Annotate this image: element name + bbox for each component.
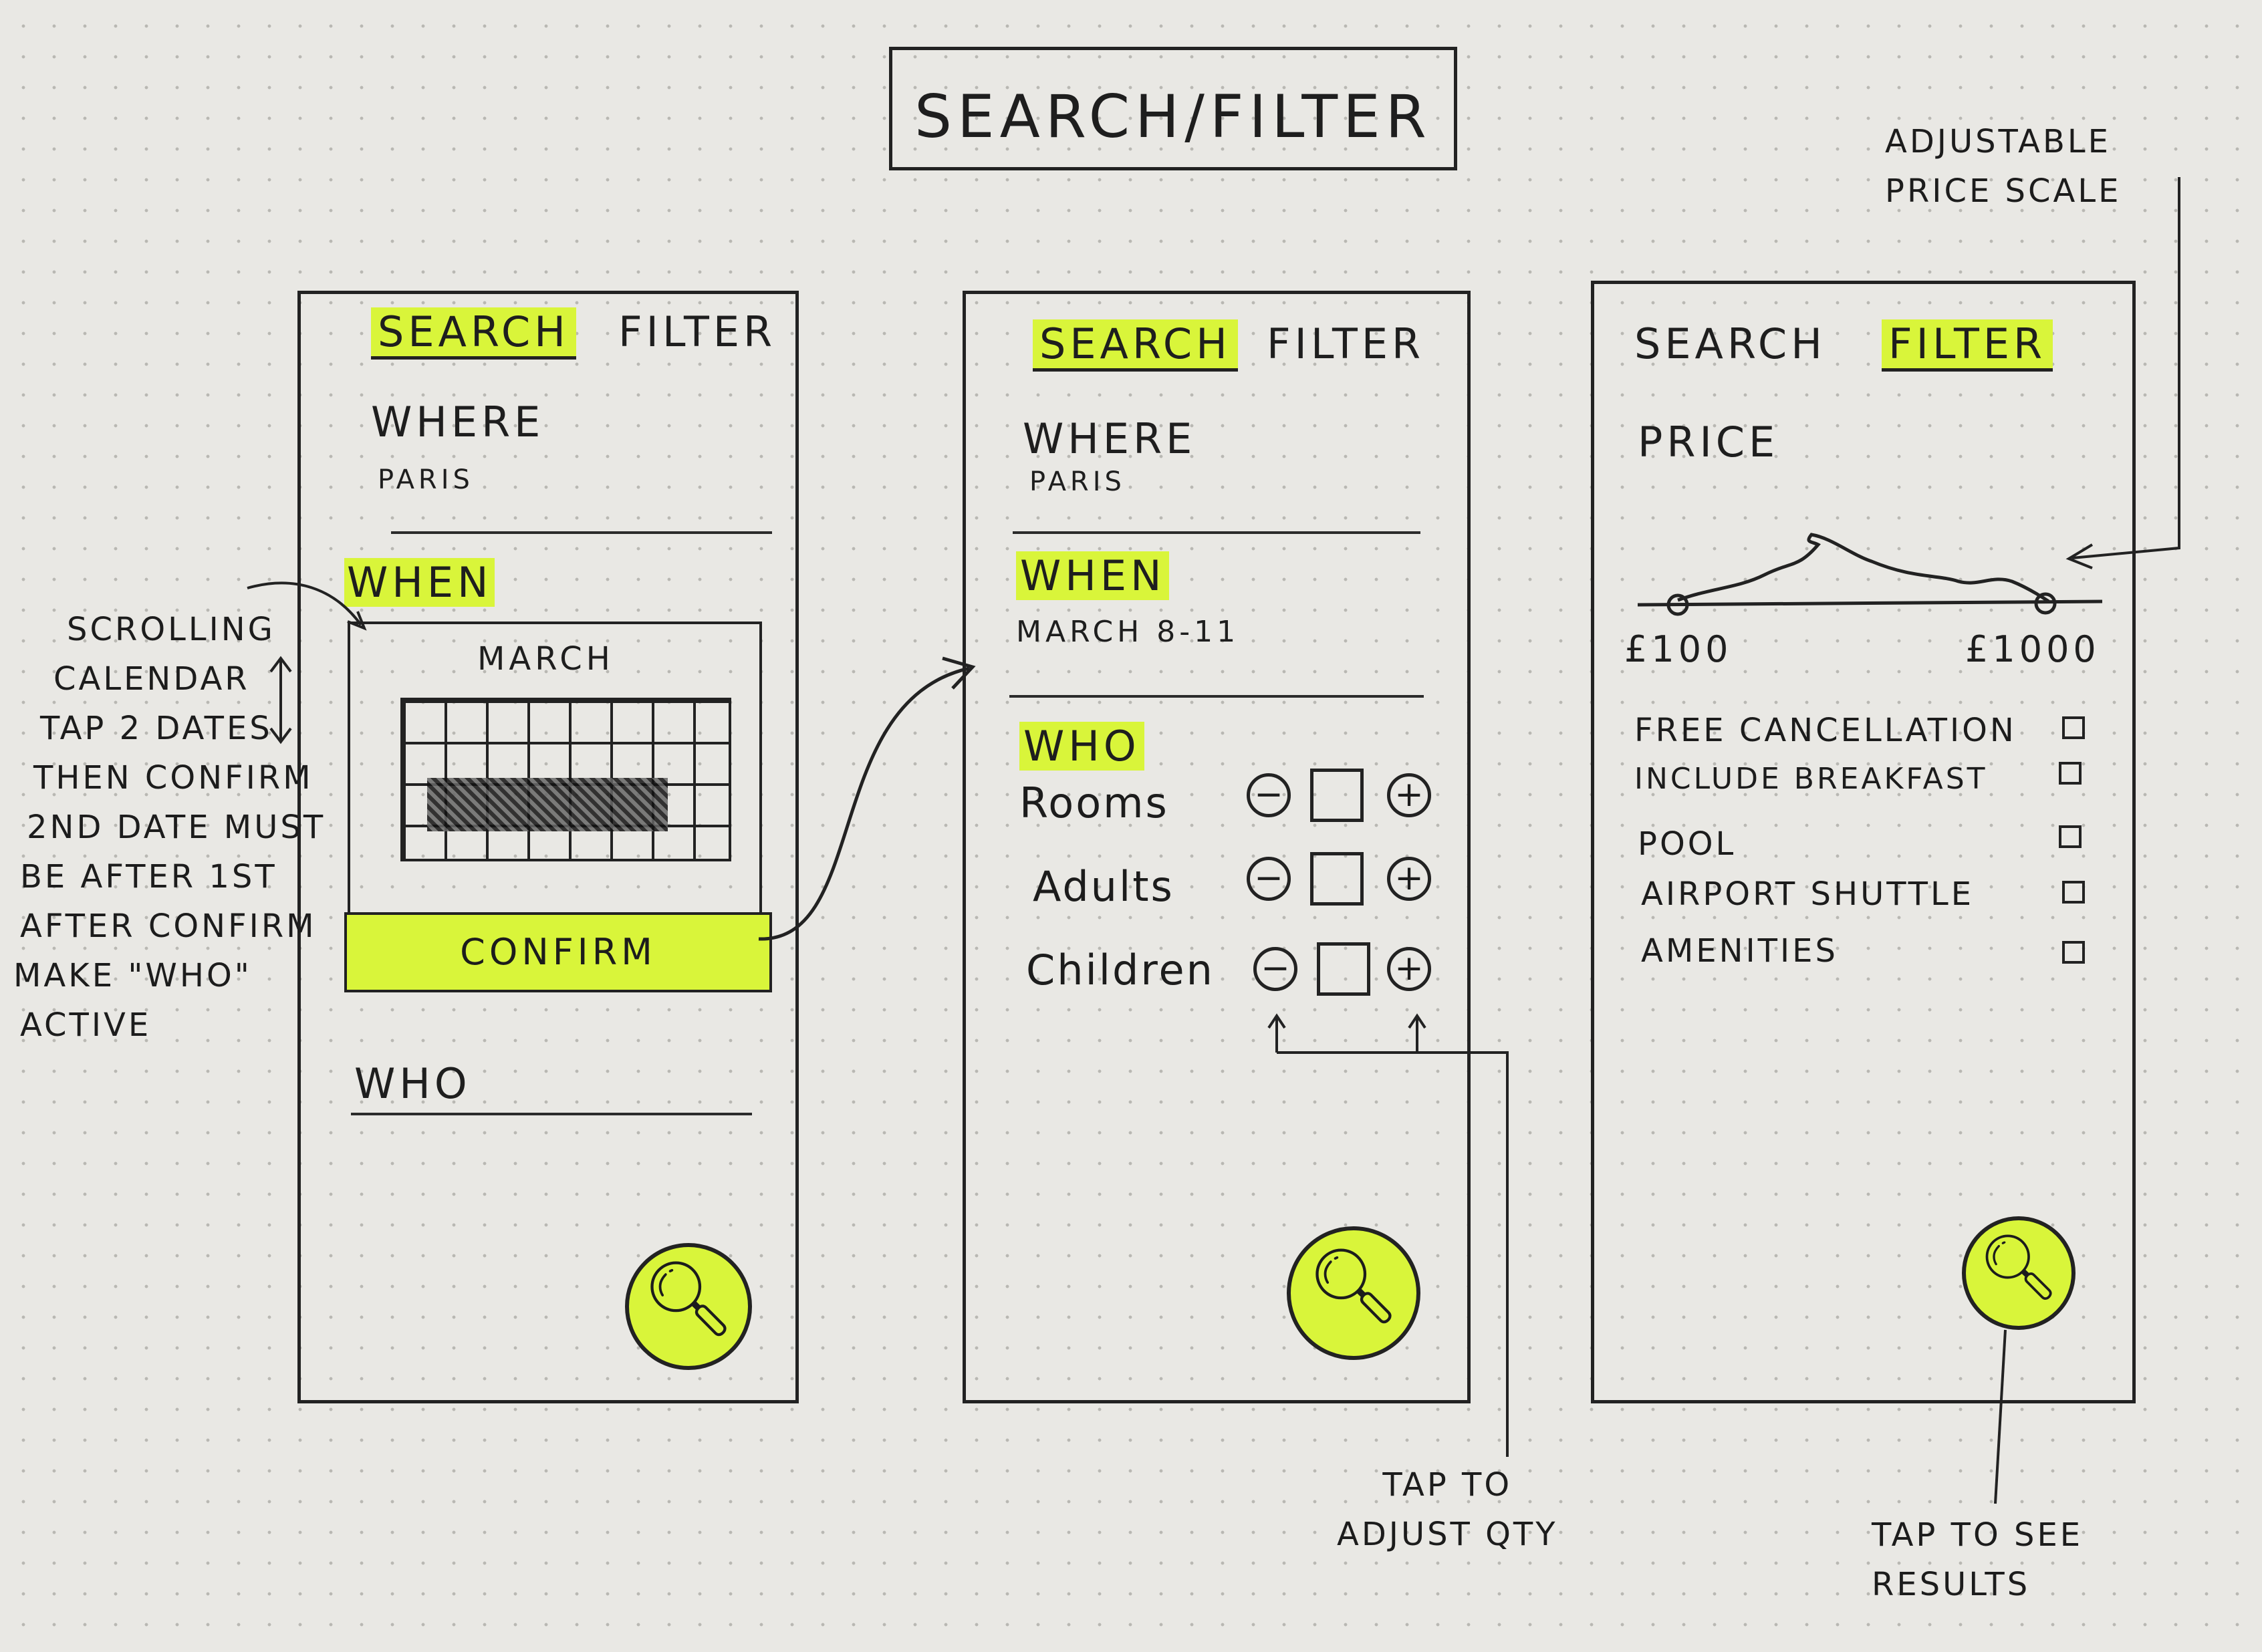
qty-note: TAP TO ADJUST QTY <box>1337 1460 1558 1559</box>
option-label: POOL <box>1638 825 1737 863</box>
search-button[interactable]: 🔍︎ <box>1287 1226 1420 1360</box>
note-line: PRICE SCALE <box>1885 172 2122 210</box>
children-quantity-field[interactable] <box>1317 942 1370 996</box>
option-checkbox[interactable] <box>2059 762 2082 785</box>
rooms-plus-button[interactable]: + <box>1387 773 1431 817</box>
note-line: SCROLLING <box>67 611 275 648</box>
note-line: CALENDAR <box>53 660 250 698</box>
calendar-note: SCROLLING CALENDAR TAP 2 DATES THEN CONF… <box>13 605 326 1050</box>
sketch-title-box: SEARCH/FILTER <box>889 47 1457 170</box>
note-line: 2ND DATE MUST <box>27 809 326 846</box>
screen-filter <box>1591 281 2136 1403</box>
adults-quantity-field[interactable] <box>1310 852 1364 906</box>
confirm-label: CONFIRM <box>460 931 656 973</box>
who-divider <box>351 1113 752 1115</box>
children-plus-button[interactable]: + <box>1387 947 1431 991</box>
tab-filter[interactable]: FILTER <box>1267 319 1425 368</box>
when-value[interactable]: MARCH 8-11 <box>1016 615 1240 649</box>
note-line: ADJUSTABLE <box>1885 123 2111 160</box>
option-checkbox[interactable] <box>2062 716 2085 739</box>
option-label: FREE CANCELLATION <box>1634 712 2017 749</box>
where-value[interactable]: PARIS <box>378 464 474 495</box>
note-line: ACTIVE <box>20 1006 152 1044</box>
option-checkbox[interactable] <box>2059 825 2082 848</box>
note-line: TAP TO <box>1382 1466 1513 1504</box>
adults-plus-button[interactable]: + <box>1387 857 1431 901</box>
who-label: WHO <box>1019 722 1144 771</box>
when-label: WHEN <box>344 558 495 607</box>
calendar-month: MARCH <box>477 640 614 678</box>
where-label: WHERE <box>371 398 545 446</box>
note-line: TAP TO SEE <box>1872 1516 2084 1554</box>
note-line: TAP 2 DATES <box>40 710 273 747</box>
children-minus-button[interactable]: − <box>1253 947 1297 991</box>
rooms-label: Rooms <box>1019 779 1169 827</box>
rooms-quantity-field[interactable] <box>1310 769 1364 822</box>
search-button[interactable]: 🔍︎ <box>625 1243 752 1370</box>
adults-stepper: − + <box>1247 852 1434 906</box>
note-line: MAKE "WHO" <box>13 957 252 994</box>
tab-search[interactable]: SEARCH <box>1634 319 1826 368</box>
children-label: Children <box>1026 946 1215 994</box>
tab-filter[interactable]: FILTER <box>1882 319 2053 372</box>
results-note: TAP TO SEE RESULTS <box>1872 1510 2083 1609</box>
option-checkbox[interactable] <box>2062 881 2085 904</box>
calendar-panel[interactable]: MARCH <box>348 622 762 982</box>
note-line: THEN CONFIRM <box>33 759 313 797</box>
where-value[interactable]: PARIS <box>1029 466 1126 497</box>
adults-minus-button[interactable]: − <box>1247 857 1291 901</box>
price-note: ADJUSTABLE PRICE SCALE <box>1885 117 2121 216</box>
confirm-button[interactable]: CONFIRM <box>344 912 772 992</box>
note-line: ADJUST QTY <box>1337 1516 1558 1553</box>
children-stepper: − + <box>1253 942 1440 996</box>
tab-filter[interactable]: FILTER <box>618 307 777 356</box>
where-label: WHERE <box>1023 414 1197 463</box>
search-icon: 🔍︎ <box>642 1256 735 1341</box>
rooms-minus-button[interactable]: − <box>1247 773 1291 817</box>
note-line: BE AFTER 1ST <box>20 858 277 896</box>
tab-search[interactable]: SEARCH <box>1033 319 1238 372</box>
option-checkbox[interactable] <box>2062 941 2085 964</box>
selected-date-range <box>427 778 668 831</box>
option-label: INCLUDE BREAKFAST <box>1634 762 1988 796</box>
price-min: £100 <box>1624 628 1733 670</box>
option-label: AIRPORT SHUTTLE <box>1641 875 1975 913</box>
search-icon: 🔍︎ <box>1978 1230 2059 1304</box>
option-label: AMENITIES <box>1641 932 1838 970</box>
adults-label: Adults <box>1033 862 1174 911</box>
price-label: PRICE <box>1638 418 1779 466</box>
when-divider <box>1009 695 1424 698</box>
rooms-stepper: − + <box>1247 769 1434 822</box>
search-icon: 🔍︎ <box>1307 1243 1400 1329</box>
when-label: WHEN <box>1016 551 1170 600</box>
where-divider <box>1013 531 1420 534</box>
note-line: RESULTS <box>1872 1566 2031 1603</box>
price-max: £1000 <box>1965 628 2100 670</box>
sketch-title: SEARCH/FILTER <box>914 82 1432 151</box>
where-divider <box>391 531 772 534</box>
note-line: AFTER CONFIRM <box>20 908 317 945</box>
search-button[interactable]: 🔍︎ <box>1962 1216 2076 1330</box>
who-label: WHO <box>354 1059 471 1108</box>
tab-search[interactable]: SEARCH <box>371 307 576 360</box>
